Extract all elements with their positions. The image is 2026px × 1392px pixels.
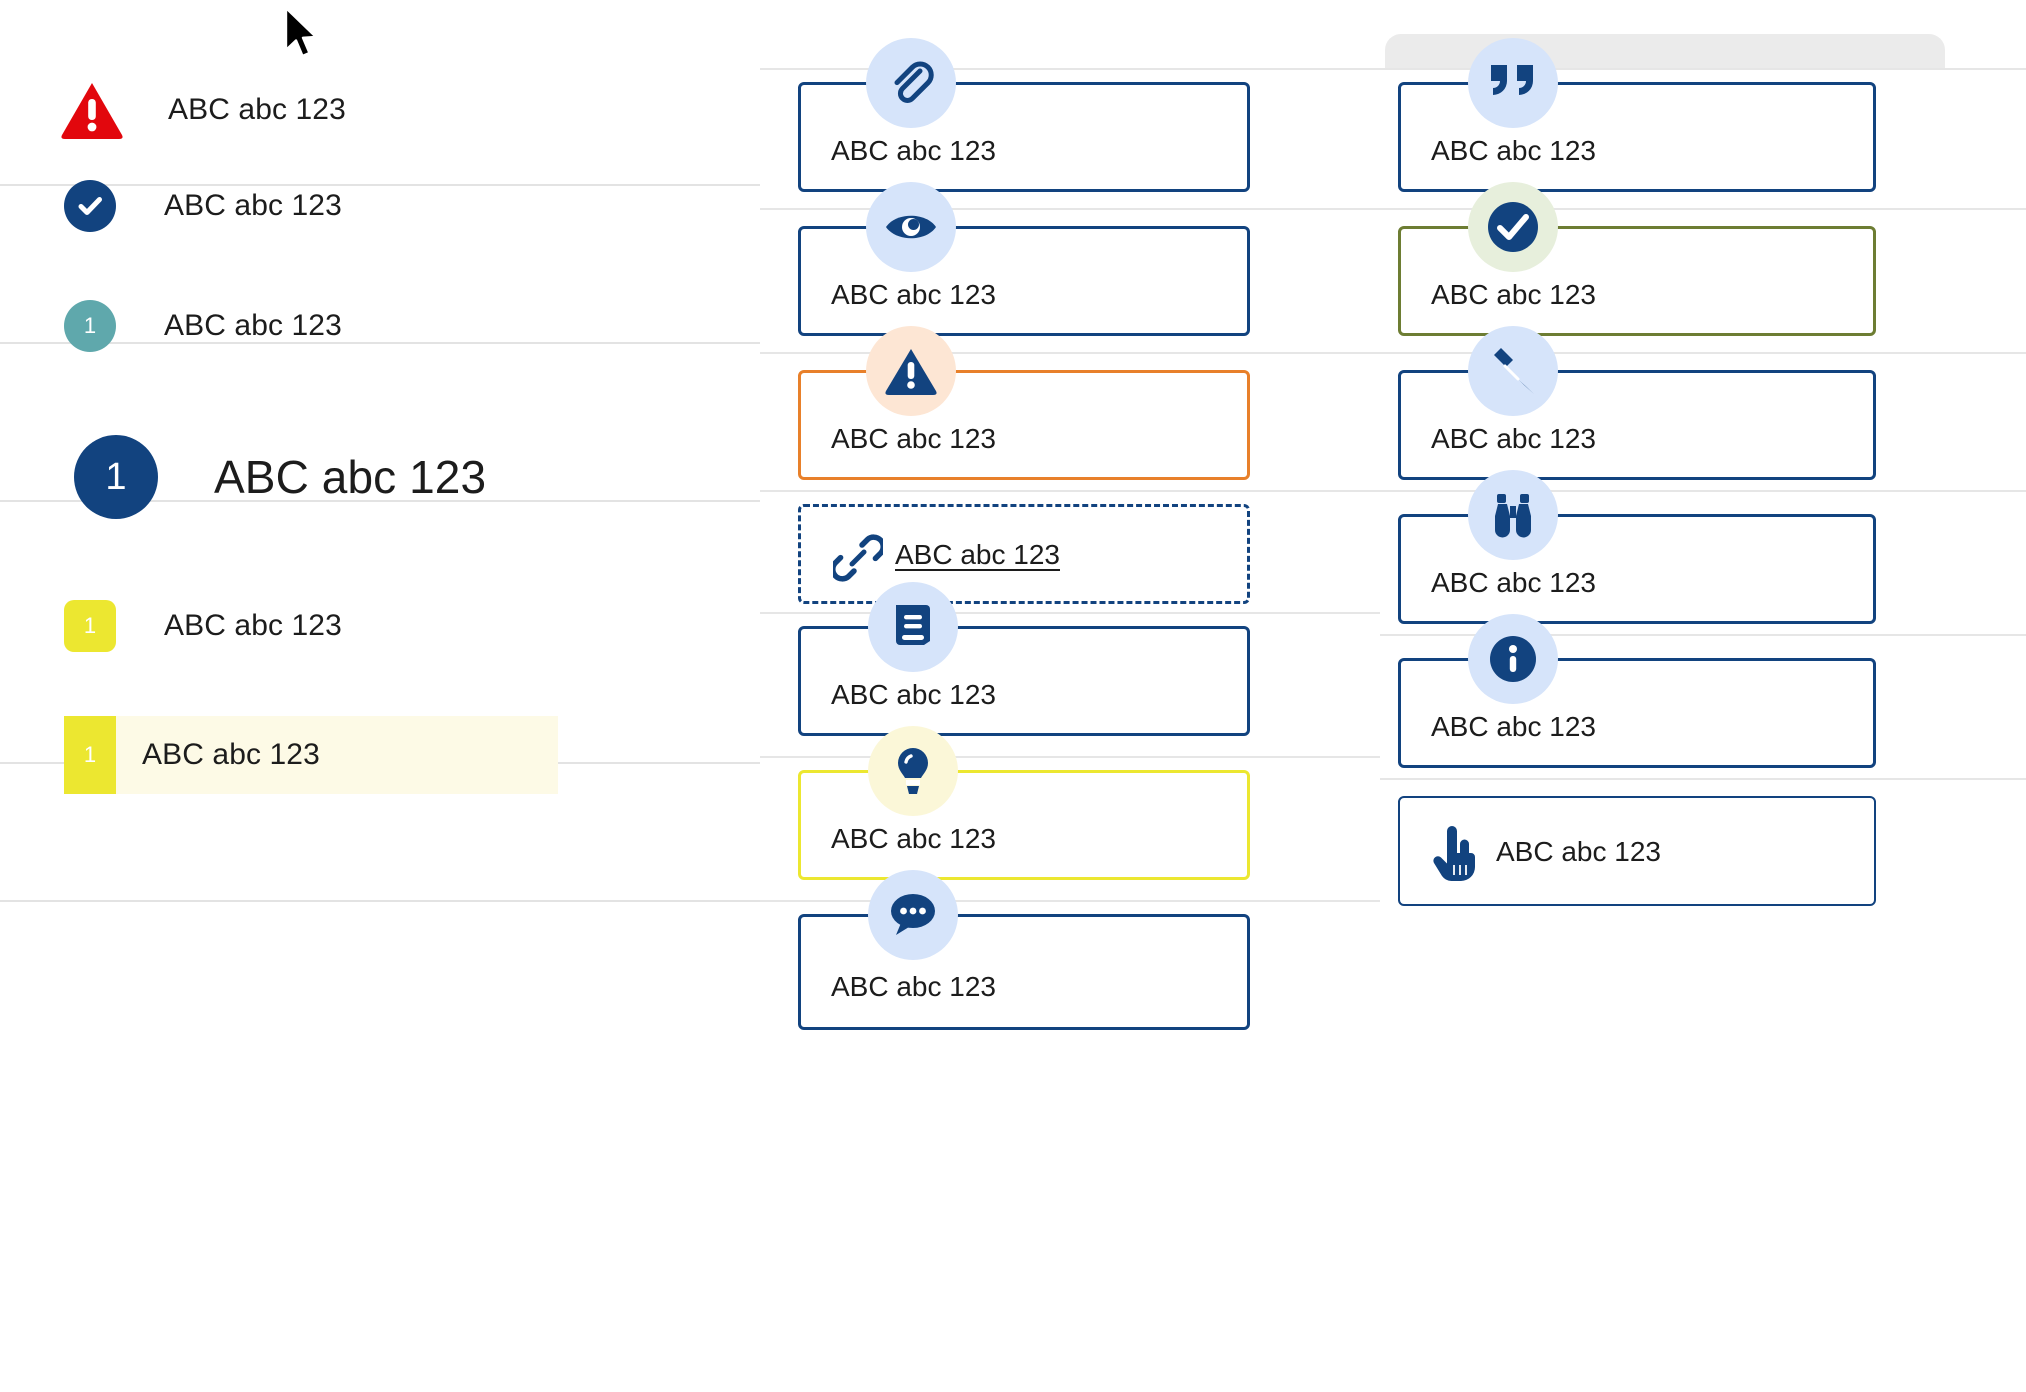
warning-circle-icon [866,326,956,416]
legend-label: ABC abc 123 [164,309,342,342]
quote-icon [1468,38,1558,128]
link-card[interactable]: ABC abc 123 [798,504,1250,604]
legend-row-yellow-count[interactable]: 1 ABC abc 123 [0,596,760,656]
action-card[interactable]: ABC abc 123 [1398,796,1876,906]
tip-card[interactable]: ABC abc 123 [798,770,1250,880]
divider [760,352,1380,354]
card-label: ABC abc 123 [1496,836,1661,867]
divider [760,208,1380,210]
card-label: ABC abc 123 [1431,279,1596,310]
attachment-card[interactable]: ABC abc 123 [798,82,1250,192]
divider [760,756,1380,758]
divider [0,500,760,502]
explore-card[interactable]: ABC abc 123 [1398,514,1876,624]
card-label: ABC abc 123 [831,135,996,166]
visibility-card[interactable]: ABC abc 123 [798,226,1250,336]
divider [1380,352,2026,354]
legend-row-success[interactable]: ABC abc 123 [0,176,760,236]
book-icon [868,582,958,672]
divider [760,68,1380,70]
legend-row-navy-count[interactable]: 1 ABC abc 123 [0,432,760,522]
binoculars-icon [1468,470,1558,560]
paperclip-icon [866,38,956,128]
reference-card[interactable]: ABC abc 123 [798,626,1250,736]
divider [0,900,760,902]
chat-bubble-icon [868,870,958,960]
divider [1380,778,2026,780]
success-card[interactable]: ABC abc 123 [1398,226,1876,336]
card-label: ABC abc 123 [1431,711,1596,742]
number-badge-navy: 1 [74,435,158,519]
card-label: ABC abc 123 [831,823,996,854]
card-link-label[interactable]: ABC abc 123 [895,539,1060,570]
card-label: ABC abc 123 [1431,567,1596,598]
divider [0,184,760,186]
divider [1380,490,2026,492]
badge-count: 1 [83,613,97,638]
number-chip-yellow: 1 [64,716,116,794]
warning-triangle-icon [60,81,124,139]
badge-count: 1 [83,313,97,338]
divider [1380,634,2026,636]
quote-card[interactable]: ABC abc 123 [1398,82,1876,192]
number-badge-yellow: 1 [64,600,116,652]
badge-count: 1 [83,742,97,767]
warning-card[interactable]: ABC abc 123 [798,370,1250,480]
check-circle-icon [64,180,116,232]
divider [1380,208,2026,210]
legend-label: ABC abc 123 [164,609,342,642]
divider [1380,68,2026,70]
left-legend-column: ABC abc 123 ABC abc 123 1 ABC abc 123 1 … [0,0,760,1392]
background-panel [1385,34,1945,68]
number-badge-teal: 1 [64,300,116,352]
badge-count: 1 [105,455,127,498]
link-chain-icon [831,531,885,585]
card-label: ABC abc 123 [1431,423,1596,454]
card-label: ABC abc 123 [1431,135,1596,166]
legend-row-highlighted[interactable]: 1 ABC abc 123 [64,716,558,794]
legend-row-teal-count[interactable]: 1 ABC abc 123 [0,296,760,356]
legend-label: ABC abc 123 [164,189,342,222]
divider [760,490,1380,492]
card-label: ABC abc 123 [831,971,996,1002]
check-circle-icon [1468,182,1558,272]
comment-card[interactable]: ABC abc 123 [798,914,1250,1030]
legend-label: ABC abc 123 [142,738,320,771]
eye-icon [866,182,956,272]
edit-card[interactable]: ABC abc 123 [1398,370,1876,480]
pencil-icon [1468,326,1558,416]
info-circle-icon [1468,614,1558,704]
card-label: ABC abc 123 [831,279,996,310]
divider [760,612,1380,614]
info-card[interactable]: ABC abc 123 [1398,658,1876,768]
lightbulb-icon [868,726,958,816]
divider [760,900,1380,902]
card-label: ABC abc 123 [831,423,996,454]
divider [0,342,760,344]
legend-label-large: ABC abc 123 [214,451,487,503]
legend-row-danger[interactable]: ABC abc 123 [0,80,760,140]
pointing-hand-icon [1426,824,1482,882]
card-label: ABC abc 123 [831,679,996,710]
legend-label: ABC abc 123 [168,93,346,126]
